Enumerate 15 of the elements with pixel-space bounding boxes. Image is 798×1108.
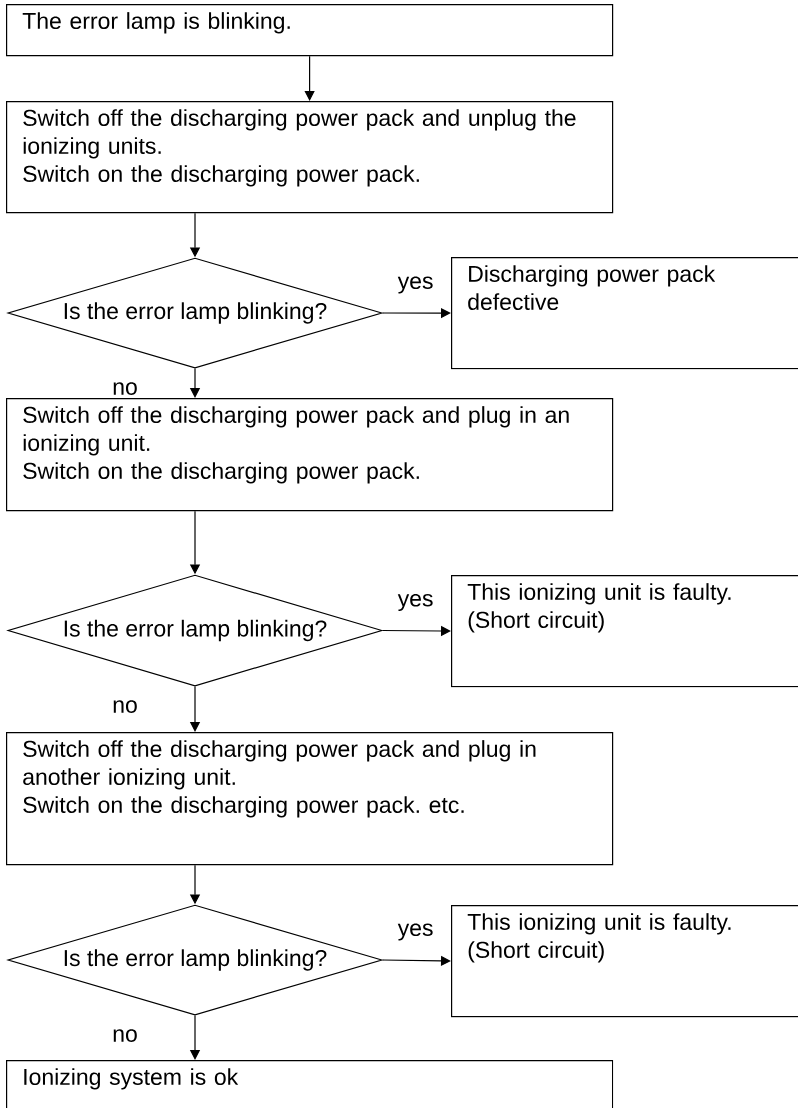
process-box: Discharging power pack defective [451, 257, 798, 370]
process-box: The error lamp is blinking. [6, 4, 614, 57]
process-box: This ionizing unit is faulty. (Short circuit) [451, 575, 798, 688]
edge-label: no [111, 381, 139, 396]
process-box: Ionizing system is ok [6, 1060, 614, 1108]
edge-label: no [111, 699, 139, 714]
process-box: Switch off the discharging power pack and unplug the ionizing units. Switch on the discharging power pack. [6, 101, 614, 214]
process-box: Switch off the discharging power pack and plug in an ionizing unit. Switch on the discharging power pack. [6, 398, 614, 512]
arrow [304, 55, 315, 101]
edge-label: no [111, 1028, 139, 1043]
process-box: Switch off the discharging power pack and plug in another ionizing unit. Switch on the discharging power pack. etc. [6, 732, 614, 866]
process-box: This ionizing unit is faulty. (Short circuit) [451, 905, 798, 1018]
edge-label: yes [396, 275, 435, 295]
edge-label: yes [396, 922, 435, 942]
edge-label: yes [396, 592, 435, 613]
